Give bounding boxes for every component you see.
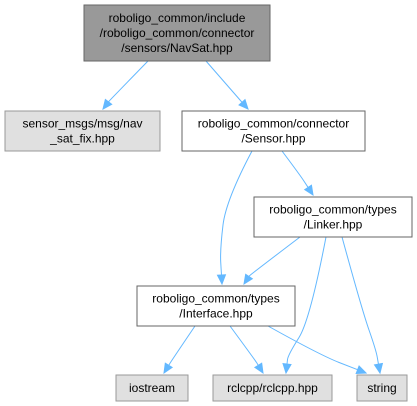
edge-interface-to-iostream	[163, 325, 196, 375]
node-string: string	[356, 374, 408, 402]
edge-line	[281, 150, 309, 188]
node-sensor[interactable]: roboligo_common/connector/Sensor.hpp	[181, 110, 366, 152]
edge-linker-to-rclcpp	[282, 236, 327, 375]
edge-interface-to-string	[267, 325, 368, 374]
node-iostream: iostream	[115, 374, 189, 402]
arrowhead-icon	[355, 365, 368, 374]
node-label-line: /roboligo_common/connector	[100, 26, 255, 40]
arrowhead-icon	[243, 273, 254, 286]
arrowhead-icon	[282, 363, 292, 375]
arrowhead-icon	[216, 274, 227, 286]
arrowhead-icon	[102, 98, 113, 110]
node-sensor_msgs: sensor_msgs/msg/nav_sat_fix.hpp	[4, 110, 161, 152]
node-box	[115, 374, 189, 402]
node-box	[136, 285, 296, 327]
node-label-line: roboligo_common/connector	[198, 117, 349, 131]
arrowhead-icon	[303, 184, 314, 197]
node-label-line: sensor_msgs/msg/nav	[22, 117, 142, 131]
node-label-line: /Linker.hpp	[304, 218, 363, 232]
node-box	[83, 4, 271, 62]
arrowhead-icon	[373, 362, 384, 375]
node-interface[interactable]: roboligo_common/types/Interface.hpp	[136, 285, 296, 327]
node-label-line: /sensors/NavSat.hpp	[121, 41, 233, 55]
edge-linker-to-string	[341, 236, 384, 375]
node-label-line: roboligo_common/types	[152, 292, 279, 306]
edge-interface-to-rclcpp	[229, 325, 264, 375]
arrowhead-icon	[163, 362, 174, 375]
edge-line	[341, 236, 379, 365]
node-box	[253, 196, 413, 238]
node-label-line: /Sensor.hpp	[241, 132, 305, 146]
node-label-line: string	[367, 381, 396, 395]
edge-line	[205, 60, 243, 103]
edge-line	[248, 236, 301, 277]
edge-navsat-to-sensor	[205, 60, 249, 110]
node-linker[interactable]: roboligo_common/types/Linker.hpp	[253, 196, 413, 238]
edge-linker-to-interface	[243, 236, 301, 286]
edges-layer	[102, 60, 384, 375]
edge-navsat-to-sensor_msgs	[102, 60, 149, 110]
node-rclcpp: rclcpp/rclcpp.hpp	[212, 374, 333, 402]
edge-line	[229, 325, 259, 366]
edge-line	[108, 60, 149, 103]
edge-line	[220, 150, 253, 276]
arrowhead-icon	[238, 98, 249, 110]
node-box	[181, 110, 366, 152]
node-navsat[interactable]: roboligo_common/include/roboligo_common/…	[83, 4, 271, 62]
edge-sensor-to-interface	[216, 150, 253, 286]
node-label-line: roboligo_common/types	[269, 203, 396, 217]
edge-sensor-to-linker	[281, 150, 314, 197]
node-box	[212, 374, 333, 402]
edge-line	[286, 236, 327, 365]
node-label-line: /Interface.hpp	[179, 307, 253, 321]
node-box	[4, 110, 161, 152]
node-label-line: roboligo_common/include	[109, 11, 246, 25]
node-label-line: _sat_fix.hpp	[49, 132, 115, 146]
edge-line	[267, 325, 358, 371]
node-box	[356, 374, 408, 402]
nodes-layer: roboligo_common/include/roboligo_common/…	[4, 4, 413, 402]
arrowhead-icon	[253, 362, 264, 375]
node-label-line: rclcpp/rclcpp.hpp	[227, 381, 318, 395]
edge-line	[168, 325, 196, 366]
node-label-line: iostream	[129, 381, 175, 395]
